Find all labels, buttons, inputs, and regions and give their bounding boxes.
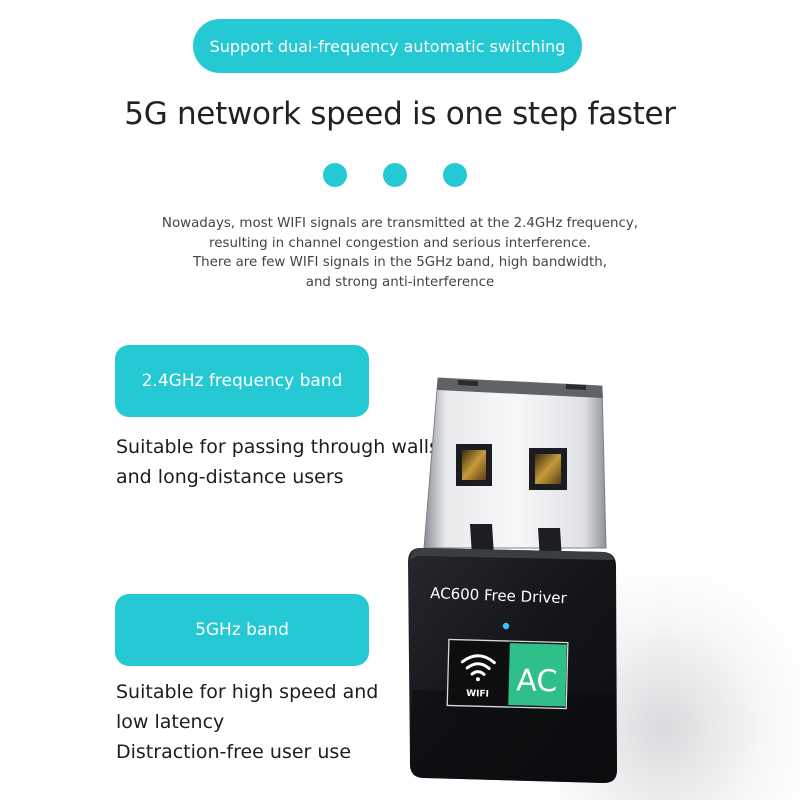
description-line: There are few WIFI signals in the 5GHz b… — [192, 255, 608, 270]
status-led — [502, 622, 510, 630]
band-description-line: and long-distance users — [116, 466, 344, 488]
headline: 5G network speed is one step faster — [124, 96, 676, 132]
ac-text: AC — [516, 663, 558, 699]
wifi-icon — [460, 654, 496, 676]
band-description-line: low latency — [116, 711, 225, 733]
band-24ghz-label: 2.4GHz frequency band — [141, 371, 343, 391]
decorative-dot — [443, 163, 467, 187]
feature-banner-label: Support dual-frequency automatic switchi… — [209, 36, 566, 56]
description-line: resulting in channel congestion and seri… — [209, 235, 591, 251]
band-5ghz-description: Suitable for high speed and low latency … — [116, 677, 378, 767]
description-line: Nowadays, most WIFI signals are transmit… — [161, 216, 639, 231]
wifi-text: WIFI — [466, 689, 489, 700]
decorative-dot — [323, 163, 347, 187]
product-label: AC600 Free Driver — [430, 584, 568, 607]
description: Nowadays, most WIFI signals are transmit… — [0, 214, 800, 292]
wifi-ac-logo: WIFI AC — [446, 638, 569, 710]
feature-banner: Support dual-frequency automatic switchi… — [193, 19, 582, 73]
description-line: and strong anti-interference — [305, 274, 495, 290]
band-24ghz-description: Suitable for passing through walls and l… — [116, 432, 439, 492]
decorative-dot — [383, 163, 407, 187]
band-24ghz-pill: 2.4GHz frequency band — [115, 345, 369, 417]
band-5ghz-label: 5GHz band — [195, 620, 289, 640]
band-description-line: Suitable for passing through walls — [116, 436, 439, 458]
band-5ghz-pill: 5GHz band — [115, 594, 369, 666]
band-description-line: Suitable for high speed and — [116, 681, 379, 703]
band-description-line: Distraction-free user use — [116, 741, 352, 763]
adapter-body: AC600 Free Driver WIFI AC — [408, 548, 617, 783]
usb-connector — [423, 377, 607, 560]
